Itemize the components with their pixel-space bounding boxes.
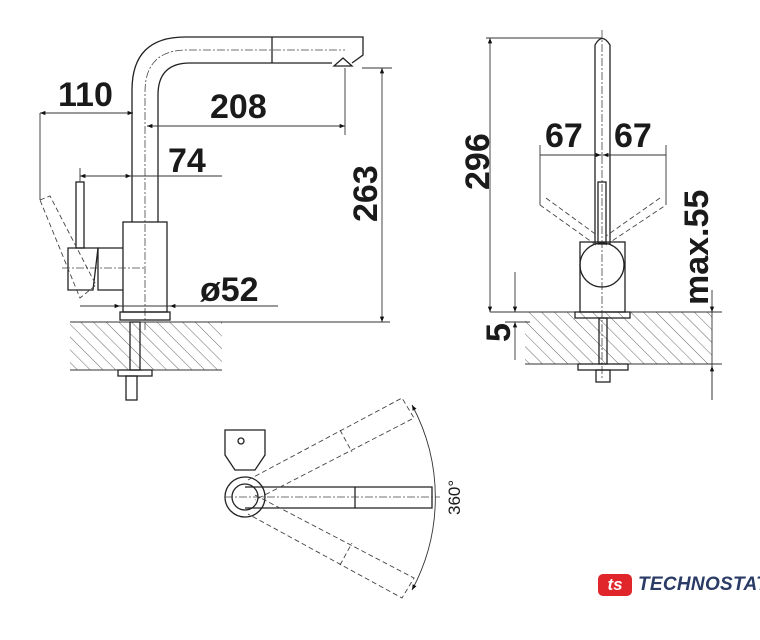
- dim-263: 263: [347, 165, 385, 222]
- top-view: 360°: [224, 397, 464, 599]
- dim-110: 110: [58, 76, 113, 114]
- technostatus-logo: ts TECHNOSTATUS: [598, 574, 760, 596]
- dim-52: ø52: [200, 271, 259, 309]
- dim-360: 360°: [445, 480, 464, 515]
- spout-outline: [131, 36, 364, 222]
- front-view: 296 67 67 max.55 5: [459, 30, 722, 400]
- dim-5: 5: [480, 323, 518, 342]
- lever: [75, 181, 85, 249]
- logo-mark: ts: [598, 574, 632, 596]
- dim-74: 74: [168, 142, 206, 180]
- logo-text: TECHNOSTATUS: [638, 574, 760, 595]
- lever-top: [224, 429, 266, 471]
- aerator: [332, 57, 354, 67]
- dim-67-left: 67: [545, 117, 583, 155]
- dim-208: 208: [210, 88, 267, 126]
- spout-front: [594, 37, 611, 244]
- dim-296: 296: [459, 133, 497, 190]
- faucet-body-front: [579, 241, 626, 313]
- dim-max55: max.55: [678, 190, 716, 305]
- spout-top: [245, 486, 433, 509]
- side-view: 110 208 74 263 ø52: [39, 36, 392, 401]
- countertop-section: [70, 322, 222, 370]
- base-plate: [119, 311, 171, 321]
- countertop-section: [525, 312, 712, 364]
- dim-67-right: 67: [614, 117, 652, 155]
